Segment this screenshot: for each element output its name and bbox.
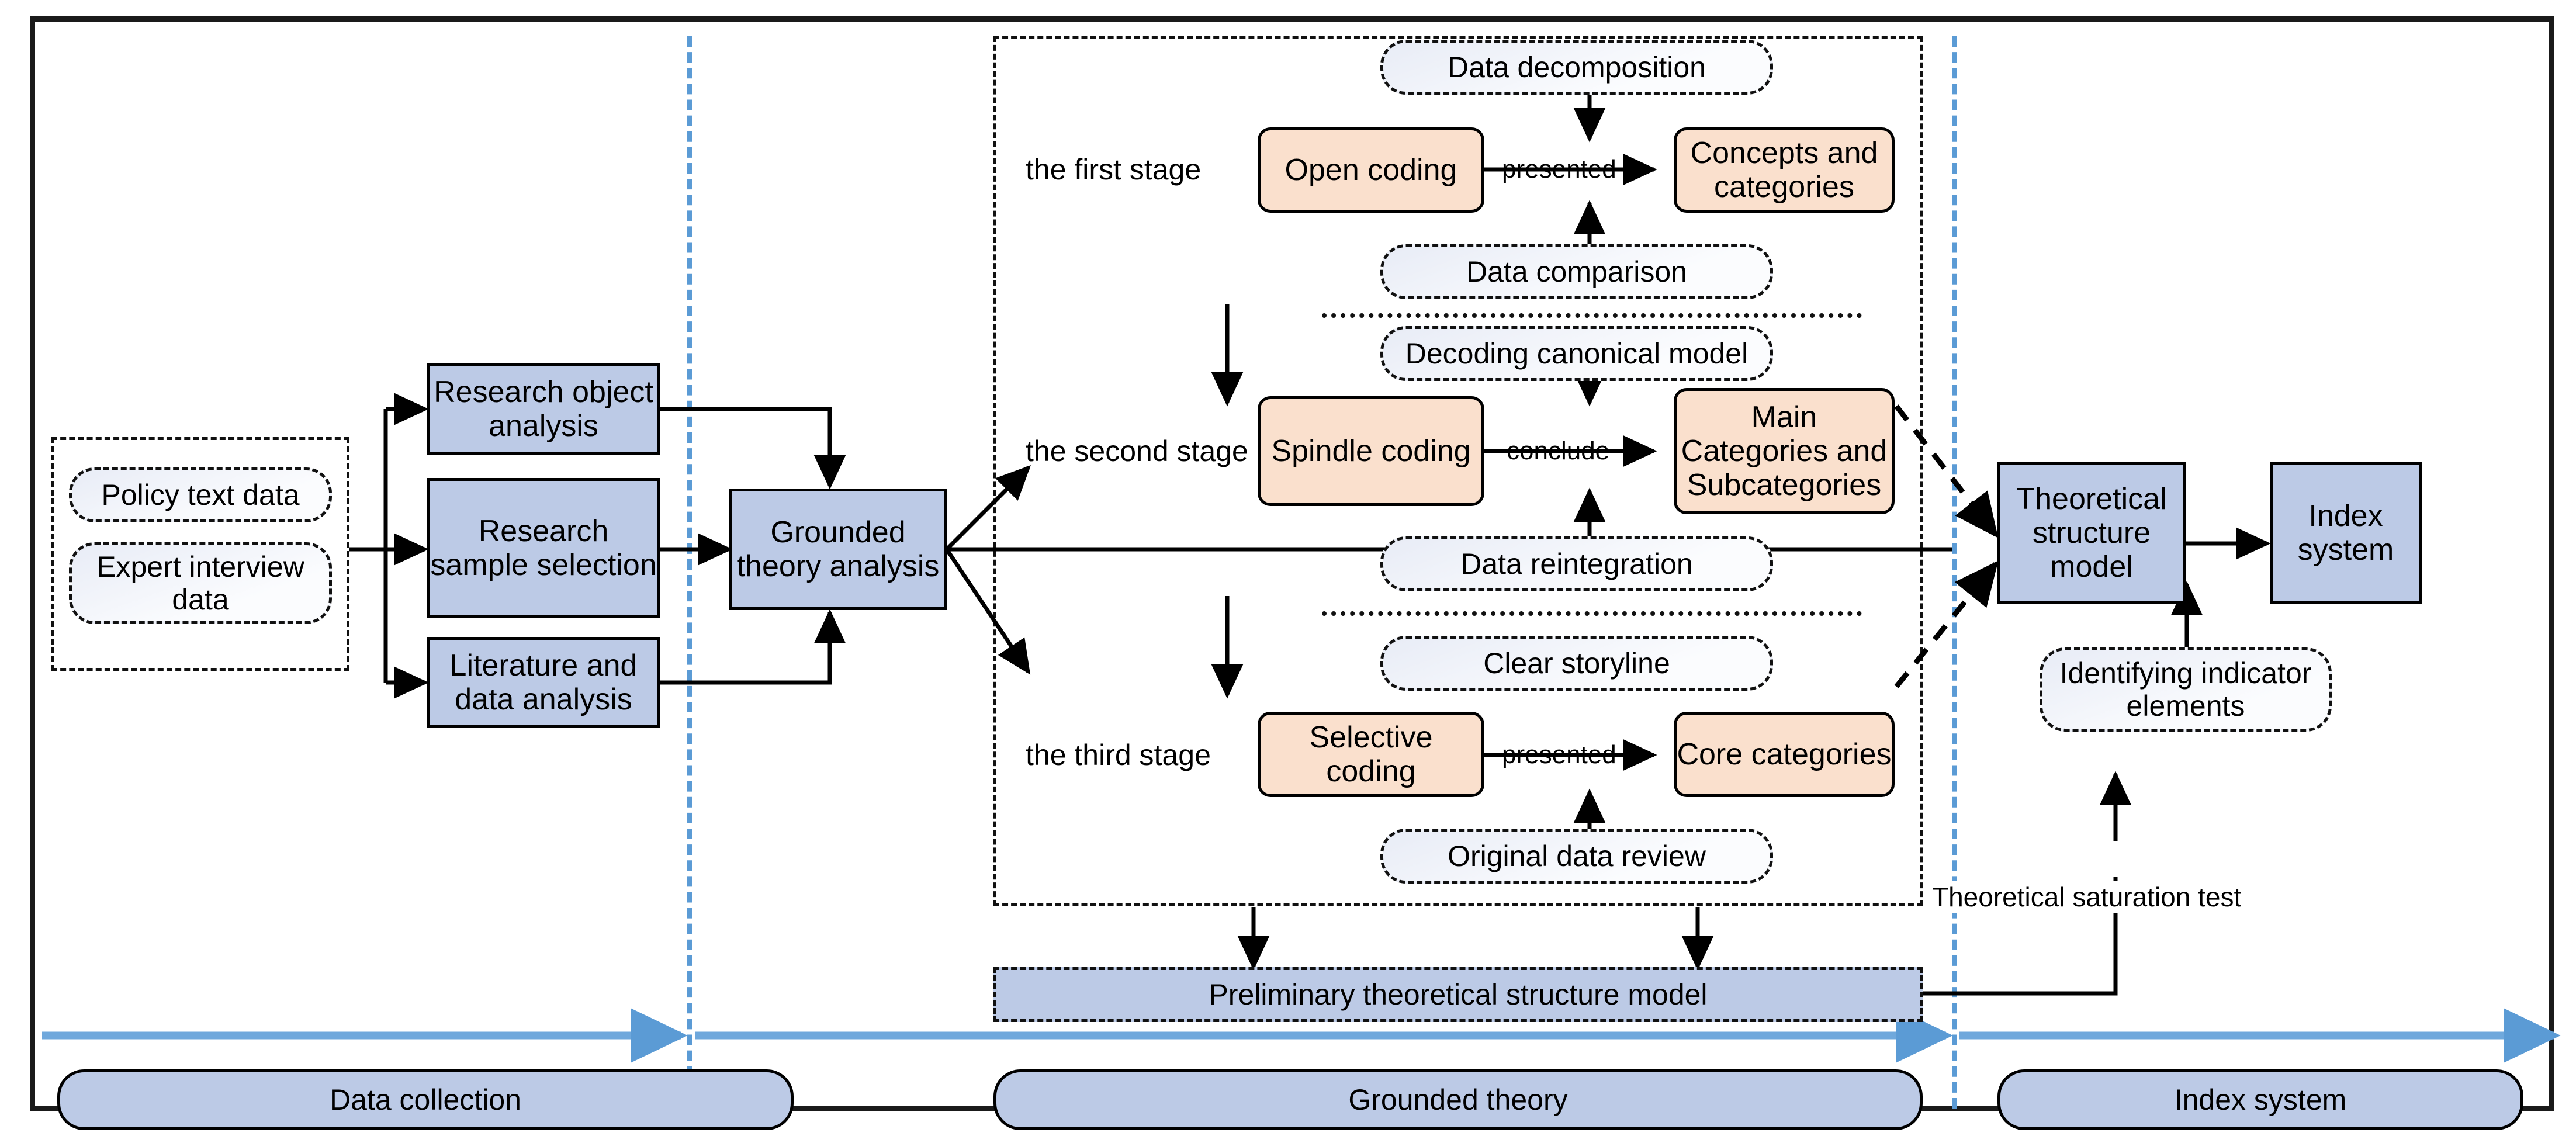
coding-label: Open coding	[1284, 153, 1457, 187]
source-expert-interview-data[interactable]: Expert interview data	[69, 542, 332, 624]
phase-label: Grounded theory	[1348, 1083, 1568, 1116]
phase-label: Data collection	[330, 1083, 521, 1116]
output-label: Main Categories and Subcategories	[1681, 400, 1888, 503]
note-label: Data decomposition	[1448, 51, 1706, 84]
note-identifying-indicator-elements[interactable]: Identifying indicator elements	[2040, 647, 2332, 732]
note-label: Decoding canonical model	[1405, 337, 1749, 370]
phase-pill-data-collection[interactable]: Data collection	[57, 1069, 794, 1130]
note-label: Original data review	[1448, 840, 1706, 872]
step-literature-and-data-analysis[interactable]: Literature and data analysis	[427, 637, 660, 728]
model-label: Theoretical structure model	[2016, 482, 2167, 584]
note-data-reintegration[interactable]: Data reintegration	[1380, 536, 1773, 591]
source-label: Policy text data	[101, 479, 300, 511]
note-label: Clear storyline	[1483, 647, 1670, 680]
stage-separator-1	[1322, 313, 1862, 318]
step-label: Research sample selection	[430, 514, 657, 582]
coding-selective-coding[interactable]: Selective coding	[1258, 712, 1484, 797]
note-clear-storyline[interactable]: Clear storyline	[1380, 636, 1773, 691]
theoretical-structure-model[interactable]: Theoretical structure model	[1997, 462, 2186, 604]
note-data-comparison[interactable]: Data comparison	[1380, 244, 1773, 299]
note-label: Identifying indicator elements	[2059, 657, 2312, 722]
preliminary-theoretical-structure-model[interactable]: Preliminary theoretical structure model	[993, 967, 1923, 1022]
theoretical-saturation-test-label: Theoretical saturation test	[1928, 881, 2245, 913]
index-system-box[interactable]: Index system	[2270, 462, 2422, 604]
output-core-categories[interactable]: Core categories	[1674, 712, 1895, 797]
relation-1-label: presented	[1502, 155, 1616, 183]
coding-label: Spindle coding	[1271, 434, 1471, 468]
preliminary-label: Preliminary theoretical structure model	[1209, 978, 1708, 1011]
note-label: Data reintegration	[1460, 548, 1693, 580]
coding-label: Selective coding	[1309, 720, 1433, 788]
step-research-sample-selection[interactable]: Research sample selection	[427, 478, 660, 618]
phase-label: Index system	[2174, 1083, 2347, 1116]
data-source-container	[51, 437, 349, 671]
output-main-categories-and-subcategories[interactable]: Main Categories and Subcategories	[1674, 388, 1895, 514]
step-research-object-analysis[interactable]: Research object analysis	[427, 363, 660, 455]
source-policy-text-data[interactable]: Policy text data	[69, 467, 332, 522]
note-decoding-canonical-model[interactable]: Decoding canonical model	[1380, 326, 1773, 381]
step-label: Literature and data analysis	[449, 648, 638, 716]
relation-2-label: conclude	[1507, 437, 1610, 465]
relation-3-label: presented	[1502, 740, 1616, 769]
coding-open-coding[interactable]: Open coding	[1258, 127, 1484, 213]
output-label: Concepts and categories	[1690, 136, 1878, 204]
stage-1-label: the first stage	[1026, 153, 1202, 186]
note-data-decomposition[interactable]: Data decomposition	[1380, 40, 1773, 95]
stage-separator-2	[1322, 611, 1862, 616]
phase-pill-index-system[interactable]: Index system	[1997, 1069, 2523, 1130]
hub-grounded-theory-analysis[interactable]: Grounded theory analysis	[729, 489, 947, 610]
phase-pill-grounded-theory[interactable]: Grounded theory	[993, 1069, 1923, 1130]
output-label: Core categories	[1677, 737, 1892, 771]
result-label: Index system	[2297, 498, 2394, 567]
note-original-data-review[interactable]: Original data review	[1380, 829, 1773, 884]
phase-divider-2	[1952, 36, 1957, 1109]
step-label: Research object analysis	[434, 375, 653, 443]
coding-spindle-coding[interactable]: Spindle coding	[1258, 396, 1484, 506]
stage-3-label: the third stage	[1026, 739, 1211, 771]
phase-divider-1	[687, 36, 692, 1109]
output-concepts-and-categories[interactable]: Concepts and categories	[1674, 127, 1895, 213]
source-label: Expert interview data	[96, 550, 304, 616]
hub-label: Grounded theory analysis	[736, 515, 940, 583]
stage-2-label: the second stage	[1026, 435, 1248, 467]
note-label: Data comparison	[1466, 255, 1687, 288]
